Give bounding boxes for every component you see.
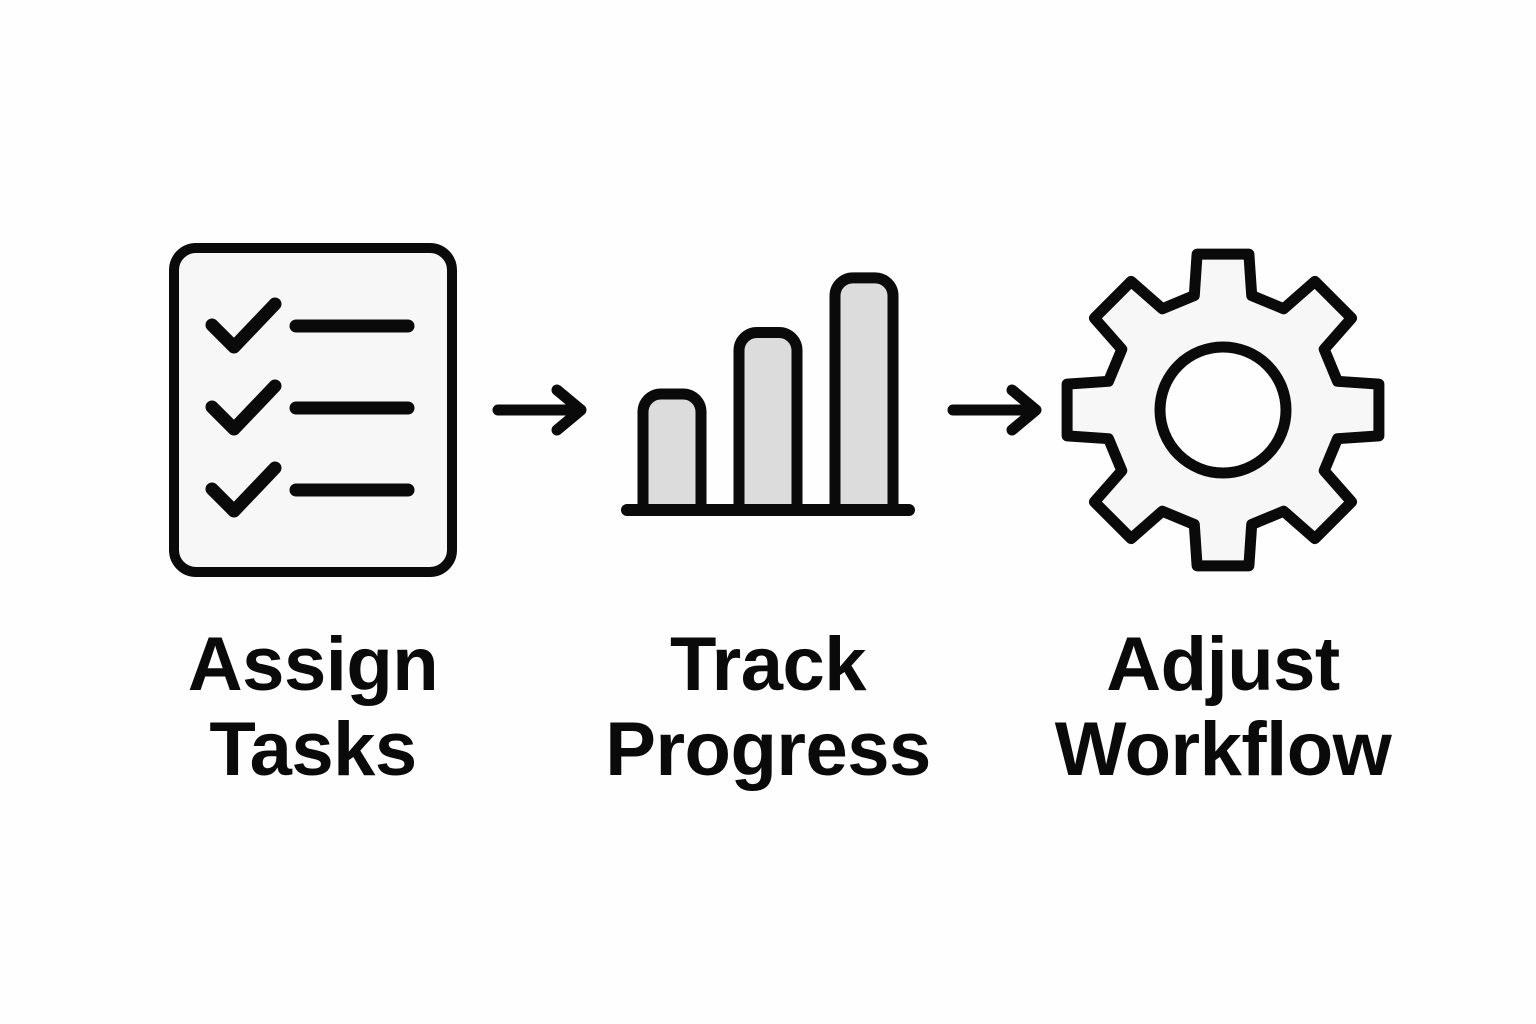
gear-hub [1154, 341, 1292, 479]
arrow-right-icon [492, 384, 586, 436]
checklist-document-icon-slot [168, 240, 458, 580]
bar-2 [733, 327, 803, 516]
bar-chart-icon [621, 272, 915, 516]
bar-3 [829, 272, 899, 516]
step-adjust-workflow[interactable]: Adjust Workflow [1055, 0, 1392, 792]
bar-chart-icon-slot [618, 240, 918, 580]
connector-arrow-2 [933, 240, 1058, 580]
step-label-track-progress: Track Progress [605, 622, 931, 793]
checklist-document-icon [169, 243, 457, 577]
arrow-right-icon [947, 384, 1041, 436]
gear-icon [1061, 248, 1385, 572]
gear-icon-slot [1053, 240, 1393, 580]
bar-1 [637, 388, 707, 516]
step-label-adjust-workflow: Adjust Workflow [1054, 622, 1392, 793]
step-track-progress[interactable]: Track Progress [603, 0, 933, 792]
connector-arrow-1 [478, 240, 603, 580]
step-assign-tasks[interactable]: Assign Tasks [148, 0, 478, 792]
step-label-assign-tasks: Assign Tasks [187, 622, 439, 793]
